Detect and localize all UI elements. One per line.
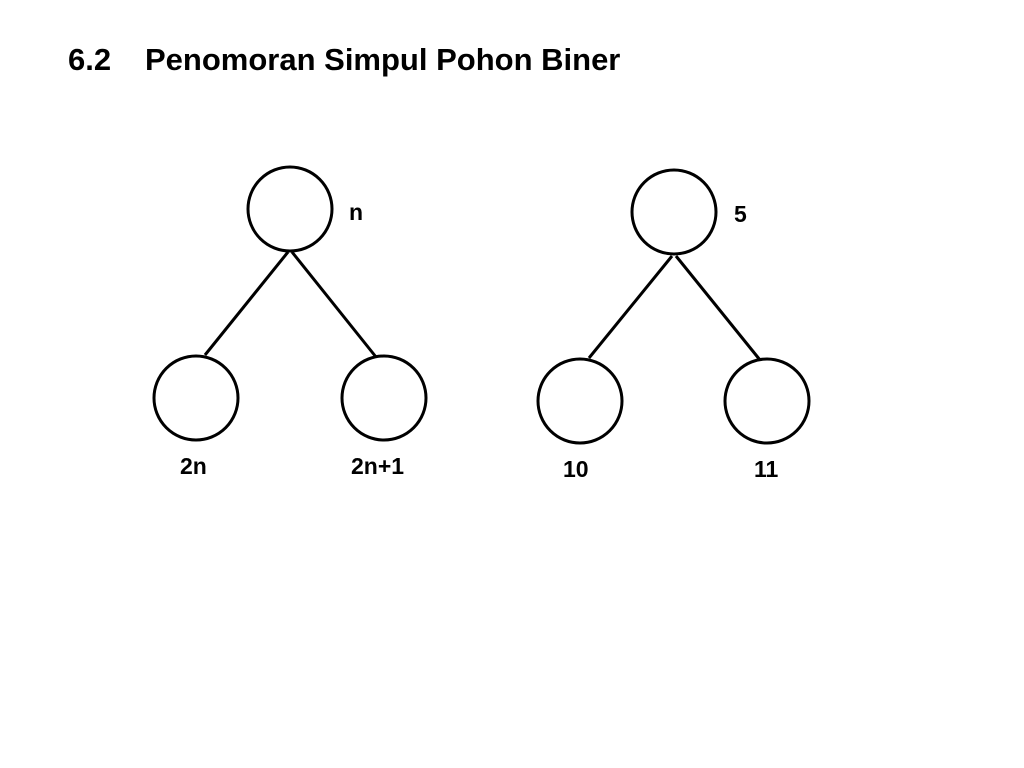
right-child-label: 2n+1 (351, 453, 404, 479)
root-label: 5 (734, 201, 747, 227)
slide-title: 6.2 Penomoran Simpul Pohon Biner (68, 40, 620, 80)
left-child-label: 10 (563, 456, 589, 482)
left-child-node (536, 357, 624, 445)
left-child-node (152, 354, 240, 442)
left-child-label: 2n (180, 453, 207, 479)
title-text: Penomoran Simpul Pohon Biner (145, 42, 621, 77)
edge-root-left (587, 255, 674, 359)
right-child-node (340, 354, 428, 442)
edge-root-left (203, 251, 290, 356)
root-node (246, 165, 334, 253)
edge-root-right (674, 255, 762, 361)
right-child-node (723, 357, 811, 445)
root-label: n (349, 199, 363, 225)
tree-general: n 2n 2n+1 (152, 165, 428, 479)
right-child-label: 11 (754, 456, 779, 482)
root-node (630, 168, 718, 256)
tree-example: 5 10 11 (536, 168, 811, 482)
edge-root-right (290, 251, 378, 358)
section-number: 6.2 (68, 42, 112, 77)
